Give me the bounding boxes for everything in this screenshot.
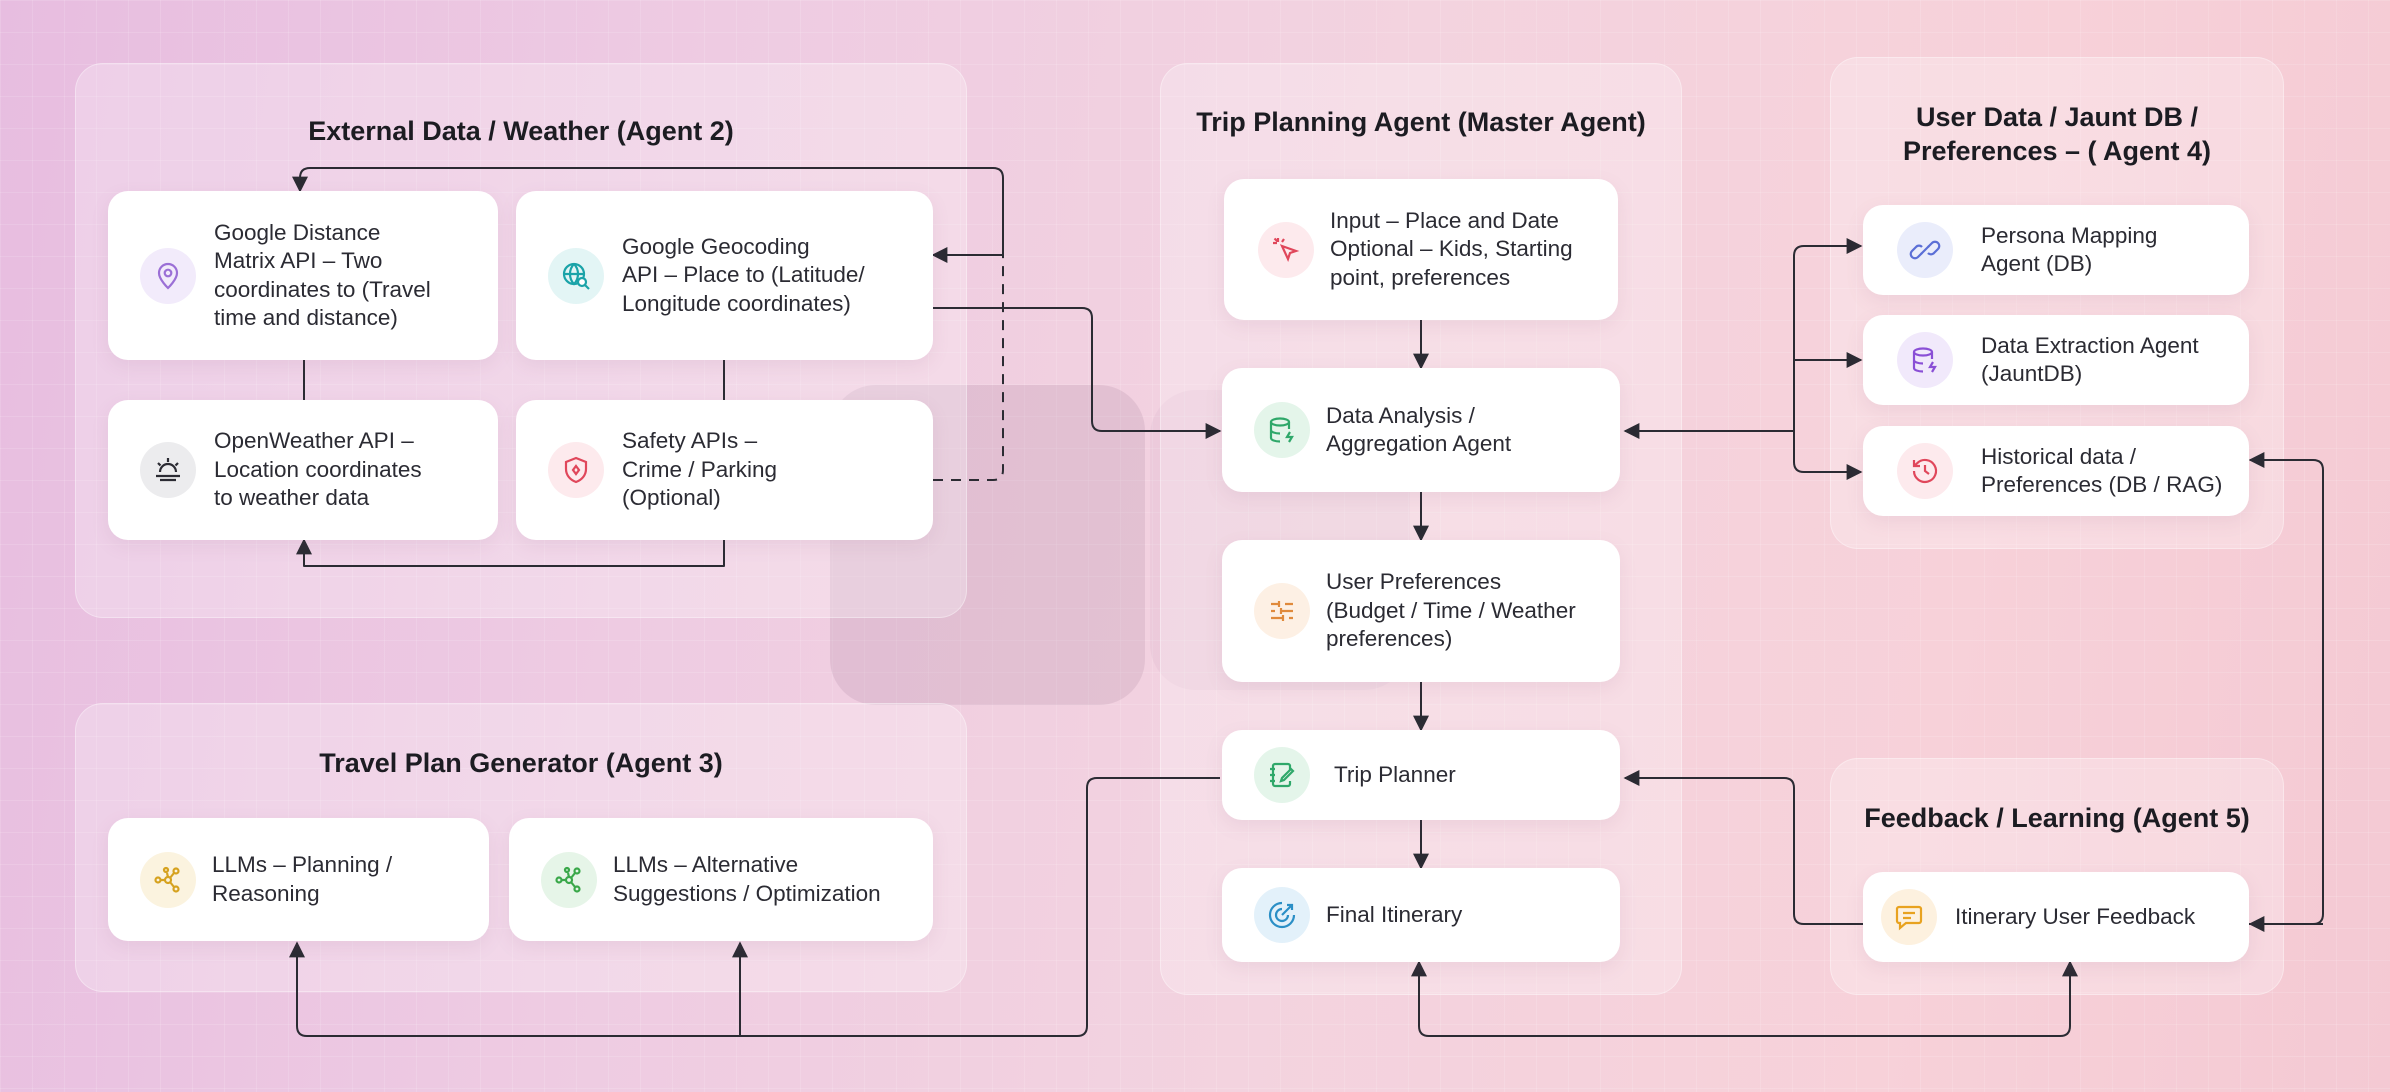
node-label: LLMs – Alternative Suggestions / Optimiz… <box>613 852 881 906</box>
node-label: Historical data / Preferences (DB / RAG) <box>1981 443 2223 498</box>
link-feedback-to-planner <box>1623 770 1861 925</box>
loop-right-to-distance <box>292 167 1004 255</box>
sunset-icon <box>140 442 196 498</box>
node-label: Google Geocoding API – Place to (Latitud… <box>622 233 865 316</box>
branch-agent4-to-historical <box>1793 431 1863 480</box>
node-input[interactable]: Input – Place and Date Optional – Kids, … <box>1224 179 1618 320</box>
network-icon <box>140 851 196 908</box>
node-data-extraction[interactable]: Data Extraction Agent (JauntDB) <box>1863 315 2249 405</box>
node-google-geocoding[interactable]: Google Geocoding API – Place to (Latitud… <box>516 191 933 360</box>
node-llm-alternative[interactable]: LLMs – Alternative Suggestions / Optimiz… <box>509 818 933 941</box>
panel-title-user-data: User Data / Jaunt DB / Preferences – ( A… <box>1902 102 2212 166</box>
node-final-itinerary[interactable]: Final Itinerary <box>1222 868 1620 962</box>
node-safety-apis[interactable]: Safety APIs – Crime / Parking (Optional) <box>516 400 933 540</box>
node-label: LLMs – Planning / Reasoning <box>212 852 393 906</box>
history-icon <box>1897 443 1953 499</box>
node-persona-mapping[interactable]: Persona Mapping Agent (DB) <box>1863 205 2249 295</box>
sliders-icon <box>1254 583 1310 639</box>
panel-title-external-data: External Data / Weather (Agent 2) <box>308 116 734 146</box>
notebook-pen-icon <box>1254 747 1310 803</box>
link-final-to-feedback <box>1418 960 2078 1037</box>
cursor-click-icon <box>1258 221 1314 278</box>
node-label: Data Extraction Agent (JauntDB) <box>1981 332 2199 387</box>
location-pin-icon <box>140 247 196 304</box>
database-bolt-icon <box>1897 332 1953 388</box>
node-google-distance-matrix[interactable]: Google Distance Matrix API – Two coordin… <box>108 191 498 360</box>
panel-title-feedback: Feedback / Learning (Agent 5) <box>1864 803 2250 833</box>
node-label: User Preferences (Budget / Time / Weathe… <box>1326 569 1576 652</box>
database-bolt-icon <box>1254 402 1310 458</box>
panel-title-generator: Travel Plan Generator (Agent 3) <box>319 748 723 778</box>
link-icon <box>1897 222 1953 278</box>
link-geocoding-to-data-analysis <box>933 307 1222 439</box>
link-feedback-to-historical <box>1861 452 2324 925</box>
link-planner-to-llms <box>289 777 1220 1037</box>
globe-search-icon <box>548 247 604 304</box>
node-label: Data Analysis / Aggregation Agent <box>1326 402 1512 457</box>
node-label: Itinerary User Feedback <box>1955 903 2196 929</box>
message-icon <box>1881 889 1937 945</box>
safety-dashed-link <box>933 255 1004 481</box>
node-label: OpenWeather API – Location coordinates t… <box>214 428 422 511</box>
node-label: Persona Mapping Agent (DB) <box>1981 222 2158 277</box>
loop-safety-to-openweather <box>296 538 725 567</box>
node-label: Input – Place and Date Optional – Kids, … <box>1330 207 1573 290</box>
node-data-analysis[interactable]: Data Analysis / Aggregation Agent <box>1222 368 1620 492</box>
node-user-preferences[interactable]: User Preferences (Budget / Time / Weathe… <box>1222 540 1620 682</box>
shield-icon <box>548 442 604 498</box>
panel-title-master-agent: Trip Planning Agent (Master Agent) <box>1196 107 1646 137</box>
node-label: Final Itinerary <box>1326 901 1463 927</box>
node-label: Google Distance Matrix API – Two coordin… <box>214 219 431 331</box>
node-historical-data[interactable]: Historical data / Preferences (DB / RAG) <box>1863 426 2249 516</box>
node-label: Trip Planner <box>1334 761 1456 787</box>
node-llm-planning[interactable]: LLMs – Planning / Reasoning <box>108 818 489 941</box>
node-openweather-api[interactable]: OpenWeather API – Location coordinates t… <box>108 400 498 540</box>
network-icon <box>541 851 597 908</box>
target-arrow-icon <box>1254 887 1310 943</box>
node-label: Safety APIs – Crime / Parking (Optional) <box>622 428 778 511</box>
node-trip-planner[interactable]: Trip Planner <box>1222 730 1620 820</box>
node-itinerary-feedback[interactable]: Itinerary User Feedback <box>1863 872 2249 962</box>
branch-agent4-to-persona <box>1793 238 1863 431</box>
